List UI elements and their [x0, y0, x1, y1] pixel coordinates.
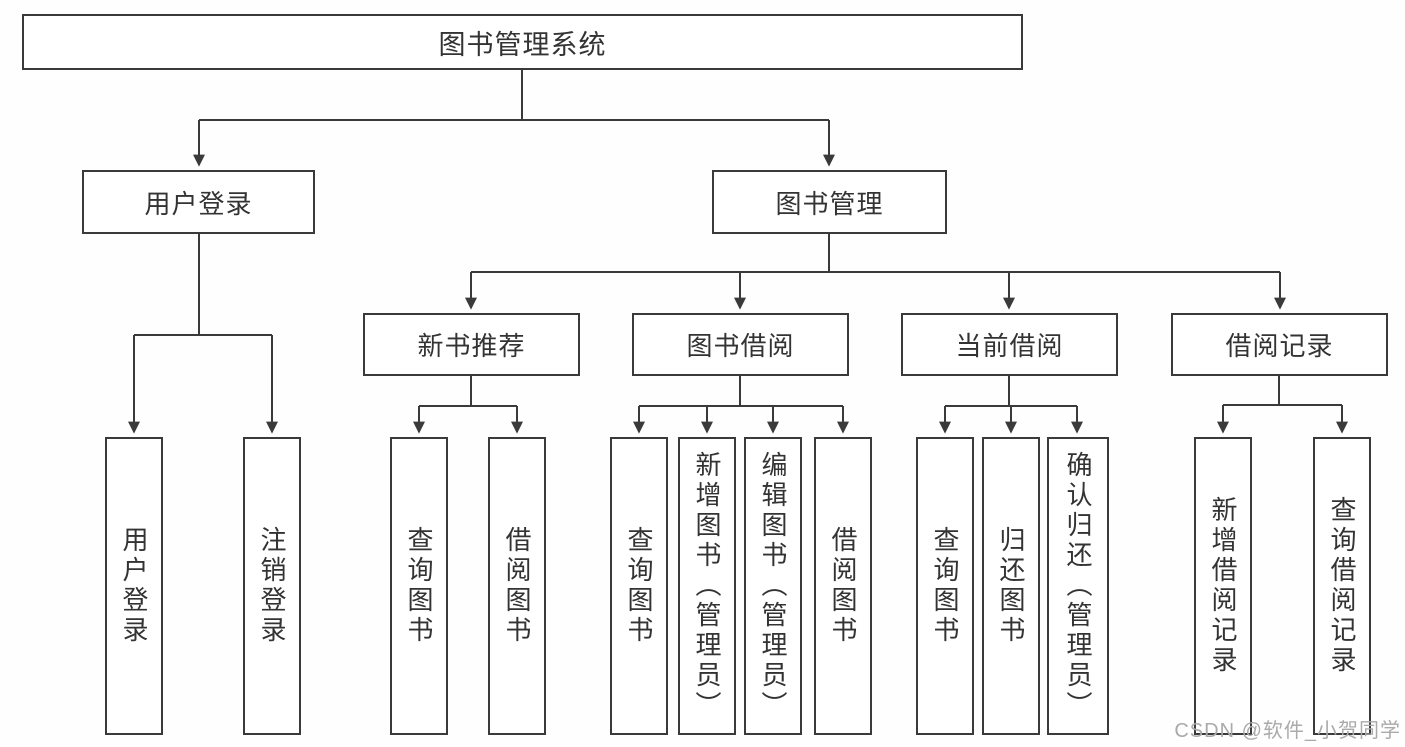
leaf-label: 查询图书 — [404, 526, 434, 646]
leaf-label: 注销登录 — [257, 526, 287, 646]
node-borrowing-records: 借阅记录 — [1171, 313, 1388, 376]
node-leaf-return-books: 归还图书 — [982, 437, 1040, 735]
leaf-label: 用户登录 — [119, 526, 149, 646]
csdn-watermark: CSDN @软件_小贺同学 — [1174, 720, 1401, 742]
node-user-login: 用户登录 — [82, 170, 315, 234]
node-leaf-query-books-2: 查询图书 — [610, 437, 668, 735]
leaf-label: 编辑图书（管理员） — [758, 451, 788, 721]
node-new-book-recommendation: 新书推荐 — [363, 313, 580, 376]
leaf-label: 新增图书（管理员） — [692, 451, 722, 721]
node-leaf-add-borrow-record: 新增借阅记录 — [1194, 437, 1252, 735]
leaf-label: 借阅图书 — [828, 526, 858, 646]
leaf-label: 确认归还（管理员） — [1063, 451, 1093, 721]
node-leaf-logout: 注销登录 — [243, 437, 301, 735]
node-root-library-system: 图书管理系统 — [22, 14, 1023, 70]
leaf-label: 查询图书 — [930, 526, 960, 646]
leaf-label: 查询图书 — [624, 526, 654, 646]
node-leaf-borrow-books-1: 借阅图书 — [488, 437, 546, 735]
node-leaf-query-books-1: 查询图书 — [390, 437, 448, 735]
node-leaf-confirm-return-admin: 确认归还（管理员） — [1047, 437, 1109, 735]
leaf-label: 借阅图书 — [502, 526, 532, 646]
leaf-label: 新增借阅记录 — [1208, 496, 1238, 676]
node-book-borrowing: 图书借阅 — [632, 313, 849, 376]
leaf-label: 归还图书 — [996, 526, 1026, 646]
node-leaf-user-login: 用户登录 — [105, 437, 163, 735]
node-leaf-query-books-3: 查询图书 — [916, 437, 974, 735]
node-leaf-borrow-books-2: 借阅图书 — [814, 437, 872, 735]
node-leaf-add-books-admin: 新增图书（管理员） — [678, 437, 736, 735]
node-current-borrowing: 当前借阅 — [901, 313, 1118, 376]
node-leaf-query-borrow-record: 查询借阅记录 — [1313, 437, 1371, 735]
node-book-management: 图书管理 — [712, 170, 947, 234]
leaf-label: 查询借阅记录 — [1327, 496, 1357, 676]
node-leaf-edit-books-admin: 编辑图书（管理员） — [744, 437, 802, 735]
